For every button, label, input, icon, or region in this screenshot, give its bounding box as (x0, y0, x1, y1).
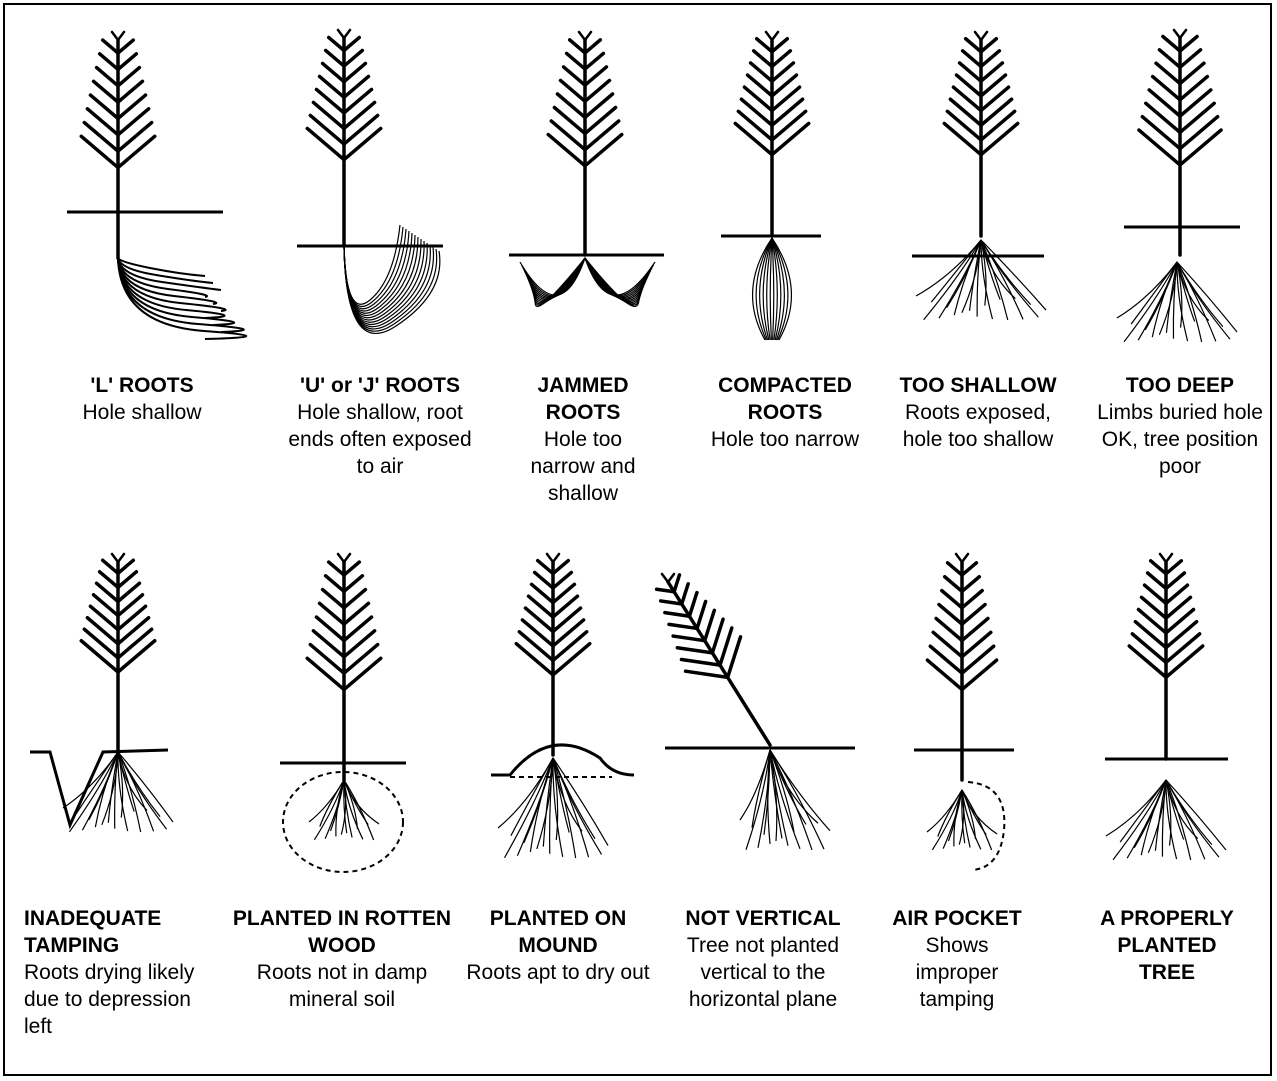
roots-jammed (520, 258, 655, 306)
caption-compacted-roots: COMPACTED ROOTS Hole too narrow (700, 372, 870, 453)
mound-ground-line (491, 745, 634, 775)
tree-inadequate-tamping (81, 554, 154, 750)
roots-inadequate-tamping (63, 752, 173, 832)
caption-title: A PROPERLY PLANTED TREE (1092, 905, 1242, 986)
roots-rotten-wood (309, 780, 379, 840)
tree-proper (1129, 554, 1202, 759)
caption-title: NOT VERTICAL (656, 905, 870, 932)
roots-air-pocket (927, 790, 997, 850)
caption-description: Hole too narrow (700, 426, 870, 453)
caption-description: Limbs buried hole OK, tree position poor (1092, 399, 1268, 480)
caption-description: Hole shallow (62, 399, 222, 426)
caption-title: PLANTED IN ROTTEN WOOD (232, 905, 452, 959)
tree-too-shallow (944, 32, 1017, 236)
roots-l-roots (118, 258, 246, 339)
tree-rotten-wood (307, 554, 380, 780)
caption-jammed-roots: JAMMED ROOTS Hole too narrow and shallow (513, 372, 653, 507)
caption-inadequate-tamping: INADEQUATE TAMPING Roots drying likely d… (24, 905, 204, 1040)
roots-on-mound (498, 758, 608, 858)
caption-title: JAMMED ROOTS (513, 372, 653, 426)
roots-compacted (753, 238, 792, 340)
roots-proper (1106, 780, 1226, 860)
caption-u-j-roots: 'U' or 'J' ROOTS Hole shallow, root ends… (282, 372, 478, 480)
caption-title: TOO SHALLOW (898, 372, 1058, 399)
roots-too-shallow (916, 240, 1046, 320)
caption-description: Roots drying likely due to depression le… (24, 959, 204, 1040)
roots-too-deep (1117, 262, 1237, 342)
caption-title: INADEQUATE TAMPING (24, 905, 204, 959)
caption-l-roots: 'L' ROOTS Hole shallow (62, 372, 222, 426)
caption-on-mound: PLANTED ON MOUND Roots apt to dry out (465, 905, 651, 986)
caption-title: 'U' or 'J' ROOTS (282, 372, 478, 399)
tree-jammed (548, 32, 621, 255)
tree-too-deep (1139, 30, 1221, 255)
tree-l-roots (81, 32, 154, 258)
caption-description: Hole too narrow and shallow (513, 426, 653, 507)
caption-rotten-wood: PLANTED IN ROTTEN WOOD Roots not in damp… (232, 905, 452, 1013)
caption-description: Hole shallow, root ends often exposed to… (282, 399, 478, 480)
caption-title: AIR POCKET (892, 905, 1022, 932)
caption-not-vertical: NOT VERTICAL Tree not planted vertical t… (656, 905, 870, 1013)
caption-title: PLANTED ON MOUND (465, 905, 651, 959)
roots-u-j-roots (344, 225, 440, 333)
caption-description: Roots not in damp mineral soil (232, 959, 452, 1013)
caption-air-pocket: AIR POCKET Shows improper tamping (892, 905, 1022, 1013)
caption-description: Roots apt to dry out (465, 959, 651, 986)
caption-description: Roots exposed, hole too shallow (898, 399, 1058, 453)
caption-title: COMPACTED ROOTS (700, 372, 870, 426)
tree-not-vertical (657, 574, 770, 745)
roots-not-vertical (740, 750, 830, 850)
caption-too-shallow: TOO SHALLOW Roots exposed, hole too shal… (898, 372, 1058, 453)
tree-compacted (735, 32, 808, 236)
tree-air-pocket (927, 554, 996, 780)
tree-on-mound (516, 554, 589, 755)
caption-description: Shows improper tamping (892, 932, 1022, 1013)
caption-title: 'L' ROOTS (62, 372, 222, 399)
caption-title: TOO DEEP (1092, 372, 1268, 399)
caption-description: Tree not planted vertical to the horizon… (656, 932, 870, 1013)
caption-proper: A PROPERLY PLANTED TREE (1092, 905, 1242, 986)
tree-u-j-roots (307, 30, 380, 246)
caption-too-deep: TOO DEEP Limbs buried hole OK, tree posi… (1092, 372, 1268, 480)
